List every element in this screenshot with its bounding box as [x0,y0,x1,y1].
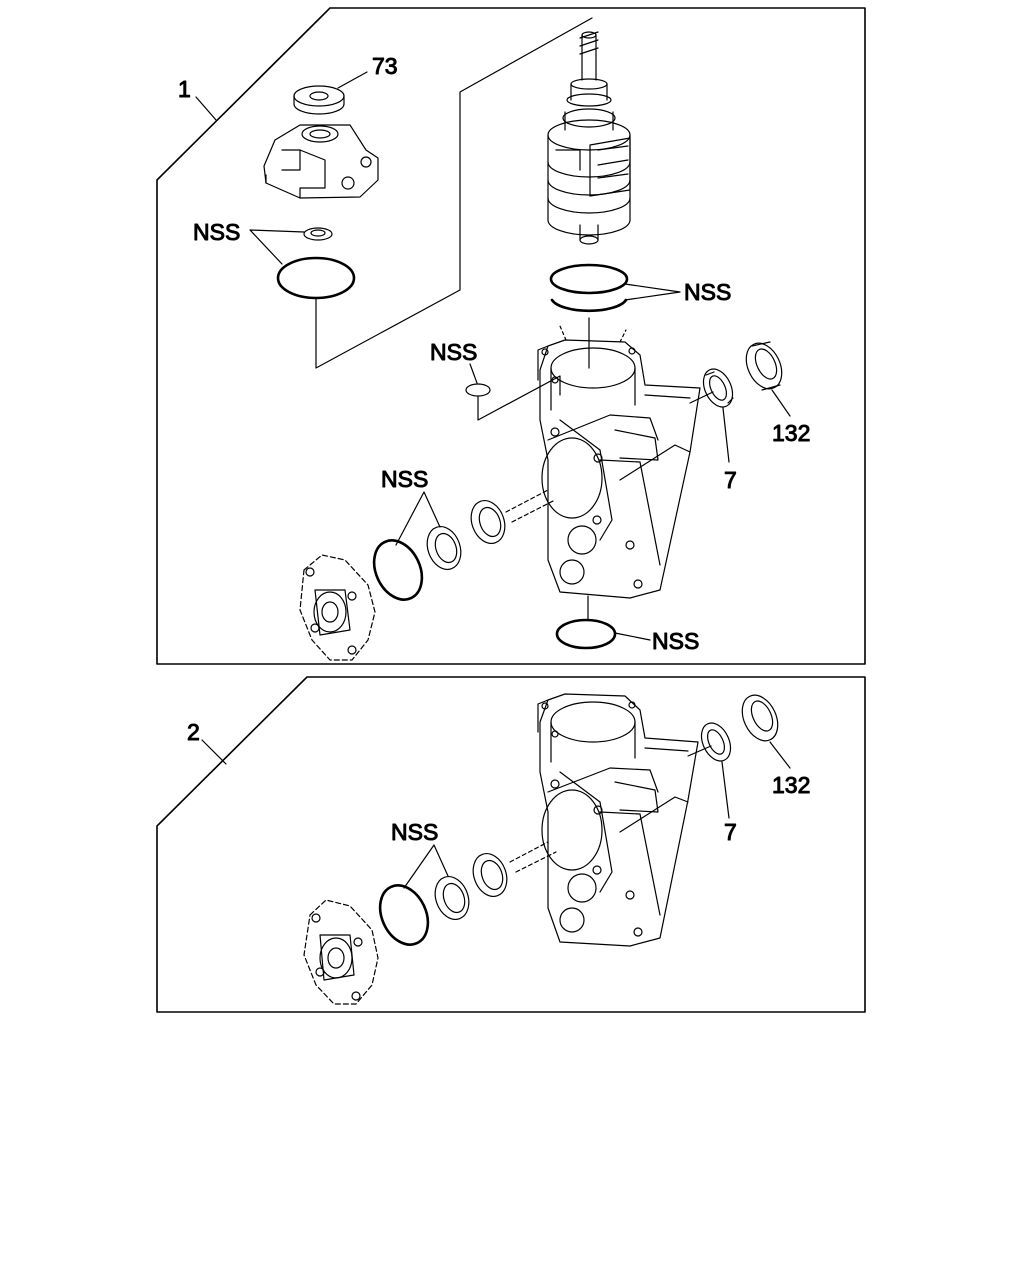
cap-seal-small [303,227,333,241]
nss-sector-seals-leader [395,491,441,546]
top-washer [293,85,345,115]
label-nss-small-oring: NSS [430,339,477,365]
seal-right-assembly-line-2 [687,745,712,757]
pinion-valve-assembly [547,31,631,245]
nss-pinion-rings-leader [624,283,681,301]
side-cover-o-ring-1 [372,539,424,601]
sector-seal-left-2 [426,526,462,570]
label-73: 73 [372,53,398,79]
label-7-2: 7 [724,819,737,845]
small-o-ring [465,383,491,397]
seal-right-assembly-line [689,391,714,404]
side-cover-1 [299,554,376,661]
sector-seal-left-2-2 [434,876,470,920]
sector-seal-right-small [702,368,734,408]
label-nss-cap-seals: NSS [193,219,240,245]
small-oring-assembly-line [477,375,561,421]
label-nss-sector-seals-2: NSS [391,819,438,845]
sector-seal-left-1 [470,500,506,544]
sector-seal-right-large-2 [741,694,779,742]
gear-housing-1 [537,325,701,599]
bottom-o-ring [555,618,617,650]
cap-o-ring [276,256,356,300]
label-nss-pinion-rings: NSS [684,279,731,305]
panel-1: 1 73 NSS [156,7,866,665]
pinion-ring-lower [550,298,628,313]
nss-sector-seals-leader-2 [403,844,449,889]
valve-housing-cap [263,124,379,199]
label-73-leader [337,71,368,89]
panel-2-frame [156,676,866,1013]
panel-2-number: 2 [187,719,200,745]
panel-1-number: 1 [178,76,191,102]
cap-assembly-line [315,17,593,369]
sector-seal-right-small-2 [700,722,732,762]
side-cover-o-ring-2 [378,884,430,946]
label-132-leader [771,389,791,417]
label-132-leader-2 [769,741,791,769]
label-7-leader [722,407,730,463]
sector-seal-right-large [745,341,783,391]
sector-seal-left-1-2 [472,853,508,897]
label-132-2: 132 [772,772,810,798]
gear-housing-2 [537,693,699,947]
sector-shaft-2 [509,841,557,873]
sector-shaft-1 [505,489,556,523]
side-cover-2 [303,899,379,1005]
label-nss-sector-seals: NSS [381,466,428,492]
label-7-leader-2 [721,761,730,819]
nss-cap-seals-leader [249,229,305,265]
pinion-ring-upper [549,263,629,295]
nss-bottom-oring-leader [614,632,651,641]
panel-2: 2 [156,676,866,1013]
panel-1-frame [156,7,866,665]
label-7: 7 [724,467,737,493]
label-nss-bottom-oring: NSS [652,628,699,654]
panel-2-number-leader [201,739,227,765]
panel-1-number-leader [195,96,217,121]
label-132: 132 [772,420,810,446]
nss-small-oring-leader [469,363,478,384]
